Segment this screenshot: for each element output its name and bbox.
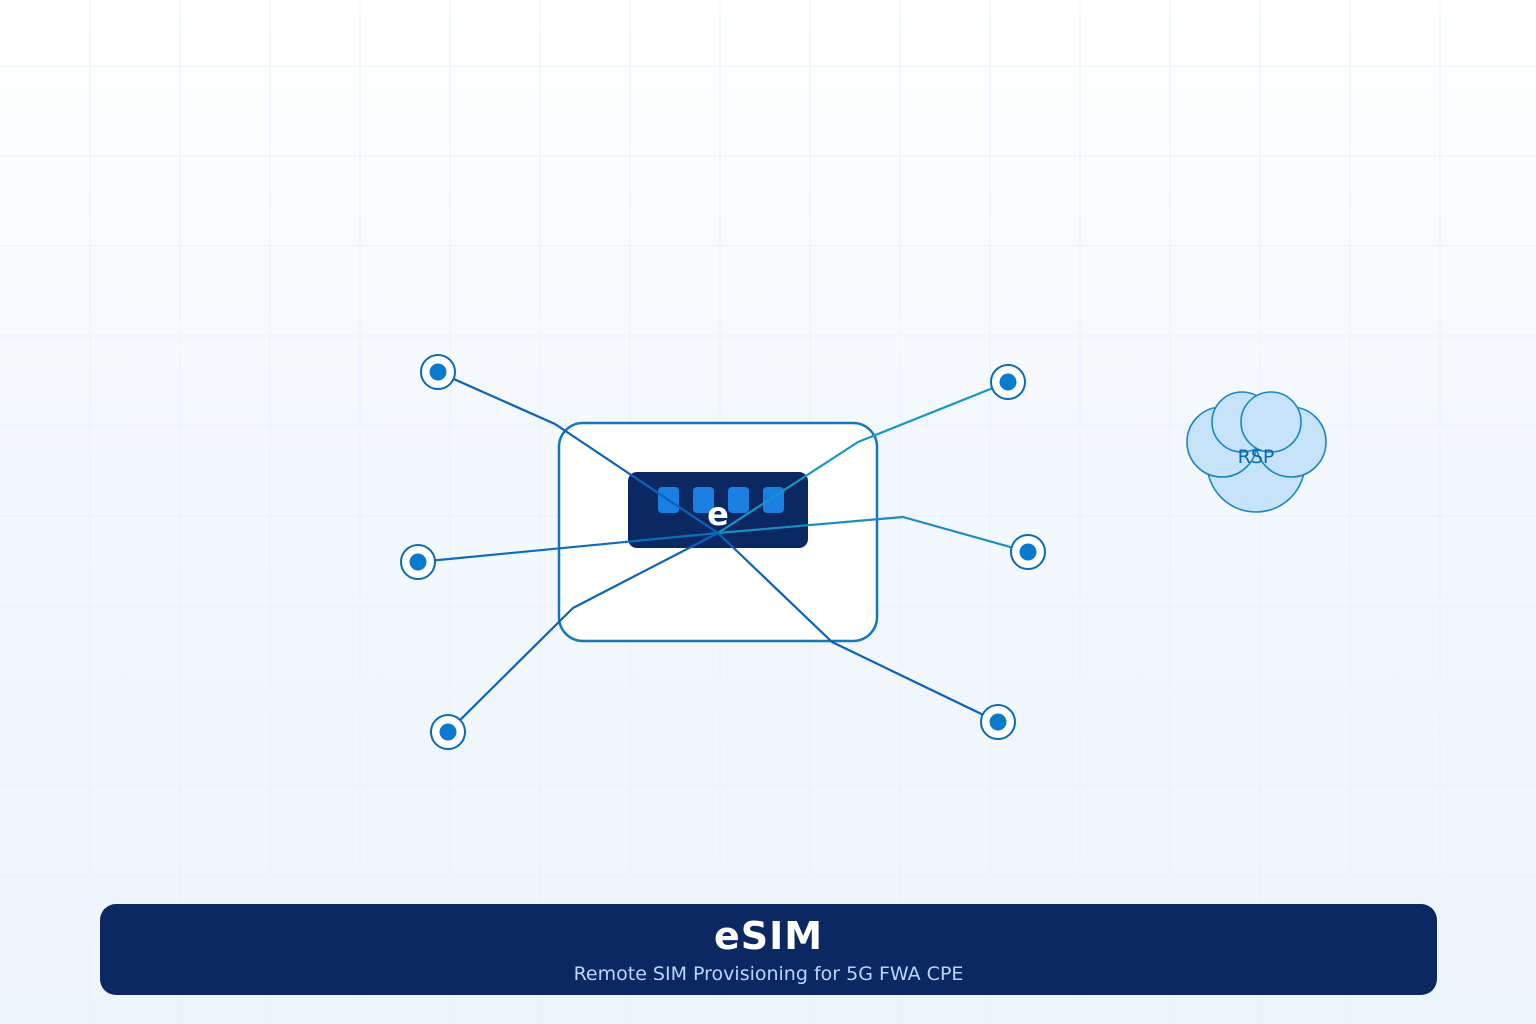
banner-title: eSIM: [713, 914, 824, 958]
chip-pad: [693, 487, 714, 513]
endpoint-node-mid-left: [400, 544, 436, 580]
link-mid-right: [716, 515, 1030, 554]
title-banner: eSIM Remote SIM Provisioning for 5G FWA …: [100, 904, 1437, 995]
chip-letter: e: [707, 495, 729, 533]
rsp-cloud-label: RSP: [1238, 446, 1275, 468]
link-bottom-right: [716, 531, 1000, 724]
connection-lines: [416, 370, 1030, 734]
link-top-right: [716, 380, 1010, 535]
banner-subtitle: Remote SIM Provisioning for 5G FWA CPE: [573, 963, 964, 985]
endpoint-node-mid-right: [1010, 534, 1046, 570]
endpoint-node-bottom-right: [980, 704, 1016, 740]
rsp-cloud-icon: [1186, 391, 1327, 513]
endpoint-nodes: [400, 354, 1046, 750]
endpoint-node-bottom-left: [430, 714, 466, 750]
link-bottom-left: [446, 531, 720, 734]
endpoint-node-top-left: [420, 354, 456, 390]
chip-pad: [728, 487, 749, 513]
link-top-left: [436, 370, 720, 535]
link-mid-left: [416, 531, 720, 564]
endpoint-node-top-right: [990, 364, 1026, 400]
